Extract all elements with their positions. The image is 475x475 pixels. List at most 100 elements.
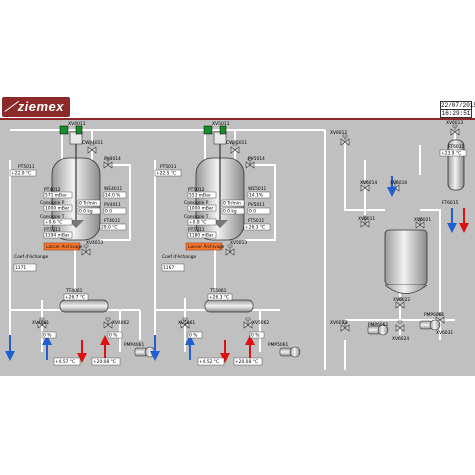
r2-coef-label: Coef d'échange bbox=[162, 253, 197, 260]
pump-2-icon[interactable] bbox=[279, 346, 301, 358]
r1-sp-temp-input[interactable] bbox=[43, 218, 73, 226]
r1-pressure-value: 571 mBar bbox=[45, 193, 67, 199]
exchanger-1 bbox=[59, 299, 109, 313]
ex1-pump-tag: PMP4061 bbox=[124, 342, 144, 348]
r2-top-temp-value: +22.5 °C bbox=[156, 171, 176, 177]
ex2-cold-temp-value: +4.52 °C bbox=[199, 359, 219, 365]
process-diagram: XV4011 XV5011 bbox=[5, 120, 469, 370]
r1-flow-value: 0.0 bbox=[105, 209, 112, 215]
tank-valve-tag: XV6023 bbox=[330, 320, 347, 326]
r2-pv-tag: PV5011 bbox=[248, 202, 265, 208]
r2-pi-tag: PV5014 bbox=[248, 156, 265, 162]
storage-tank bbox=[384, 229, 428, 286]
r2-sp-temp-value: +0.8 °C bbox=[189, 220, 206, 226]
flow-arrows bbox=[5, 176, 469, 363]
valve-icon[interactable] bbox=[103, 317, 113, 329]
r1-consigne-t-label: Consigne T bbox=[40, 214, 65, 220]
r2-cwp-tag: CWP5011 bbox=[226, 140, 247, 146]
r1-out-valve-tag: XV4013 bbox=[86, 240, 103, 246]
ex1-valve-a-tag: XV4061 bbox=[32, 320, 49, 326]
r1-start-archive-button[interactable] bbox=[43, 242, 81, 251]
ex2-pump-tag: PMP5061 bbox=[268, 342, 288, 348]
r2-pt-tag: PT5012 bbox=[188, 187, 205, 193]
reactor-1-top-valve-icon[interactable] bbox=[59, 125, 69, 135]
r1-coef-label: Coef d'échange bbox=[14, 253, 49, 260]
tank-valve-tag: XV6031 bbox=[436, 330, 453, 336]
pump-4-icon[interactable] bbox=[419, 319, 441, 331]
ex1-pct-b-value: 0 % bbox=[109, 333, 117, 339]
pump-1-icon[interactable] bbox=[134, 346, 156, 358]
r1-coef-value: 1171 bbox=[15, 265, 26, 271]
r1-pv-tag: PV4011 bbox=[104, 202, 121, 208]
ex1-pct-a-value: 0 % bbox=[43, 333, 51, 339]
tank-valve-tag: XV6024 bbox=[392, 336, 409, 342]
tank-pump-a-tag: PMP6061 bbox=[368, 322, 388, 328]
exchanger-2-body bbox=[204, 299, 254, 313]
tank-valve-tag: XV6022 bbox=[393, 297, 410, 303]
r1-jacket-value: 1194 mBar bbox=[45, 233, 70, 239]
r1-mass-tag: WE4011 bbox=[104, 186, 122, 192]
r2-sp1-tag: PT5011 bbox=[188, 227, 205, 233]
r2-start-archive-button[interactable] bbox=[185, 242, 223, 251]
r2-coef-value: 1167 bbox=[163, 265, 174, 271]
column-ft-tag: FT6015 bbox=[442, 200, 459, 206]
r1-pt-tag: PT4012 bbox=[44, 187, 61, 193]
r1-ft-temp-value: 29.0 °C bbox=[101, 225, 117, 231]
time-display: 16:29:51 bbox=[440, 109, 472, 118]
reactor-2-top-valve-icon[interactable] bbox=[203, 125, 213, 135]
valve-icon[interactable] bbox=[81, 244, 91, 256]
ex2-hot-temp-value: +20.08 °C bbox=[235, 359, 258, 365]
r1-mass-value: 0.0 kg bbox=[79, 209, 93, 215]
tank-readouts: XV6012 XV6014 XV6016 XV6011 XV6021 XV602… bbox=[330, 120, 467, 342]
ex1-tag: TT4061 bbox=[65, 288, 83, 294]
brand-logo: ⟋ziemex bbox=[2, 97, 70, 117]
r2-consigne-p-label: Consigne P bbox=[184, 200, 209, 206]
r2-sp-pressure-value: 1000 mBar bbox=[189, 206, 214, 212]
r1-start-archive-label: Lancer Archivage bbox=[46, 244, 83, 249]
logo-mark-icon: ⟋ bbox=[4, 99, 18, 114]
r2-mass-tag: WE5011 bbox=[248, 186, 266, 192]
r2-sp-temp-input[interactable] bbox=[187, 218, 217, 226]
ex1-temp-value: +26.7 °C bbox=[65, 295, 85, 301]
r2-sp-pressure-input[interactable] bbox=[187, 204, 217, 212]
brand-name: ziemex bbox=[17, 99, 64, 114]
tank-pump-b-tag: PMP6061 bbox=[424, 312, 444, 318]
exchanger-1-body bbox=[59, 299, 109, 313]
column-tag: FT6011 bbox=[448, 144, 465, 150]
ex2-valve-a-tag: XV5061 bbox=[178, 320, 195, 326]
r1-top-temp-value: +22.0 °C bbox=[11, 171, 31, 177]
r2-jacket-value: 1180 mBar bbox=[189, 233, 214, 239]
ex2-valve-b-tag: XV5062 bbox=[252, 320, 269, 326]
reactor-1-top-valve-tag: XV4011 bbox=[68, 121, 86, 127]
r1-sp-pressure-value: 1000 mBar bbox=[45, 206, 70, 212]
tank-valve-tag: XV6011 bbox=[358, 216, 375, 222]
process-panel: XV4011 XV5011 bbox=[0, 120, 475, 376]
reactor-2-top-valve-tag: XV5011 bbox=[212, 121, 230, 127]
tank-valve-tag: XV6014 bbox=[360, 180, 377, 186]
r2-start-archive-label: Lancer Archivage bbox=[188, 244, 225, 249]
r1-pi-tag: PV4014 bbox=[104, 156, 121, 162]
reactor-2-readouts: PT5012 553 mBar Consigne P 1000 mBar Con… bbox=[154, 140, 271, 272]
tank-valve-tag: XV6016 bbox=[390, 180, 407, 186]
valve-icon[interactable] bbox=[243, 317, 253, 329]
r1-sp-temp-value: +0.6 °C bbox=[45, 220, 62, 226]
tank-valve-tag: XV6021 bbox=[414, 217, 431, 223]
r2-ft-temp-value: +26.3 °C bbox=[245, 225, 265, 231]
r2-speed-value: 0 Tr/min bbox=[223, 201, 241, 207]
r2-mass-value: 0.0 kg bbox=[223, 209, 237, 215]
r2-consigne-t-label: Consigne T bbox=[184, 214, 209, 220]
r2-pressure-value: 553 mBar bbox=[189, 193, 211, 199]
ex1-cold-temp-value: +4.57 °C bbox=[55, 359, 75, 365]
ex1-hot-temp-value: +20.08 °C bbox=[93, 359, 116, 365]
r1-sp-pressure-input[interactable] bbox=[43, 204, 73, 212]
valve-icon[interactable] bbox=[225, 244, 235, 256]
r1-sp1-tag: PT5011 bbox=[44, 227, 61, 233]
ex2-pct-a-value: 0 % bbox=[189, 333, 197, 339]
r1-cwp-tag: CWP4011 bbox=[82, 140, 103, 146]
r2-level-value: 14.1% bbox=[249, 193, 263, 199]
reactor-1-readouts: PT4012 571 mBar Consigne P 1000 mBar Con… bbox=[9, 140, 127, 272]
r2-out-valve-tag: XV5013 bbox=[230, 240, 247, 246]
exchanger-2 bbox=[204, 299, 254, 313]
r1-speed-value: 0 Tr/min bbox=[79, 201, 97, 207]
